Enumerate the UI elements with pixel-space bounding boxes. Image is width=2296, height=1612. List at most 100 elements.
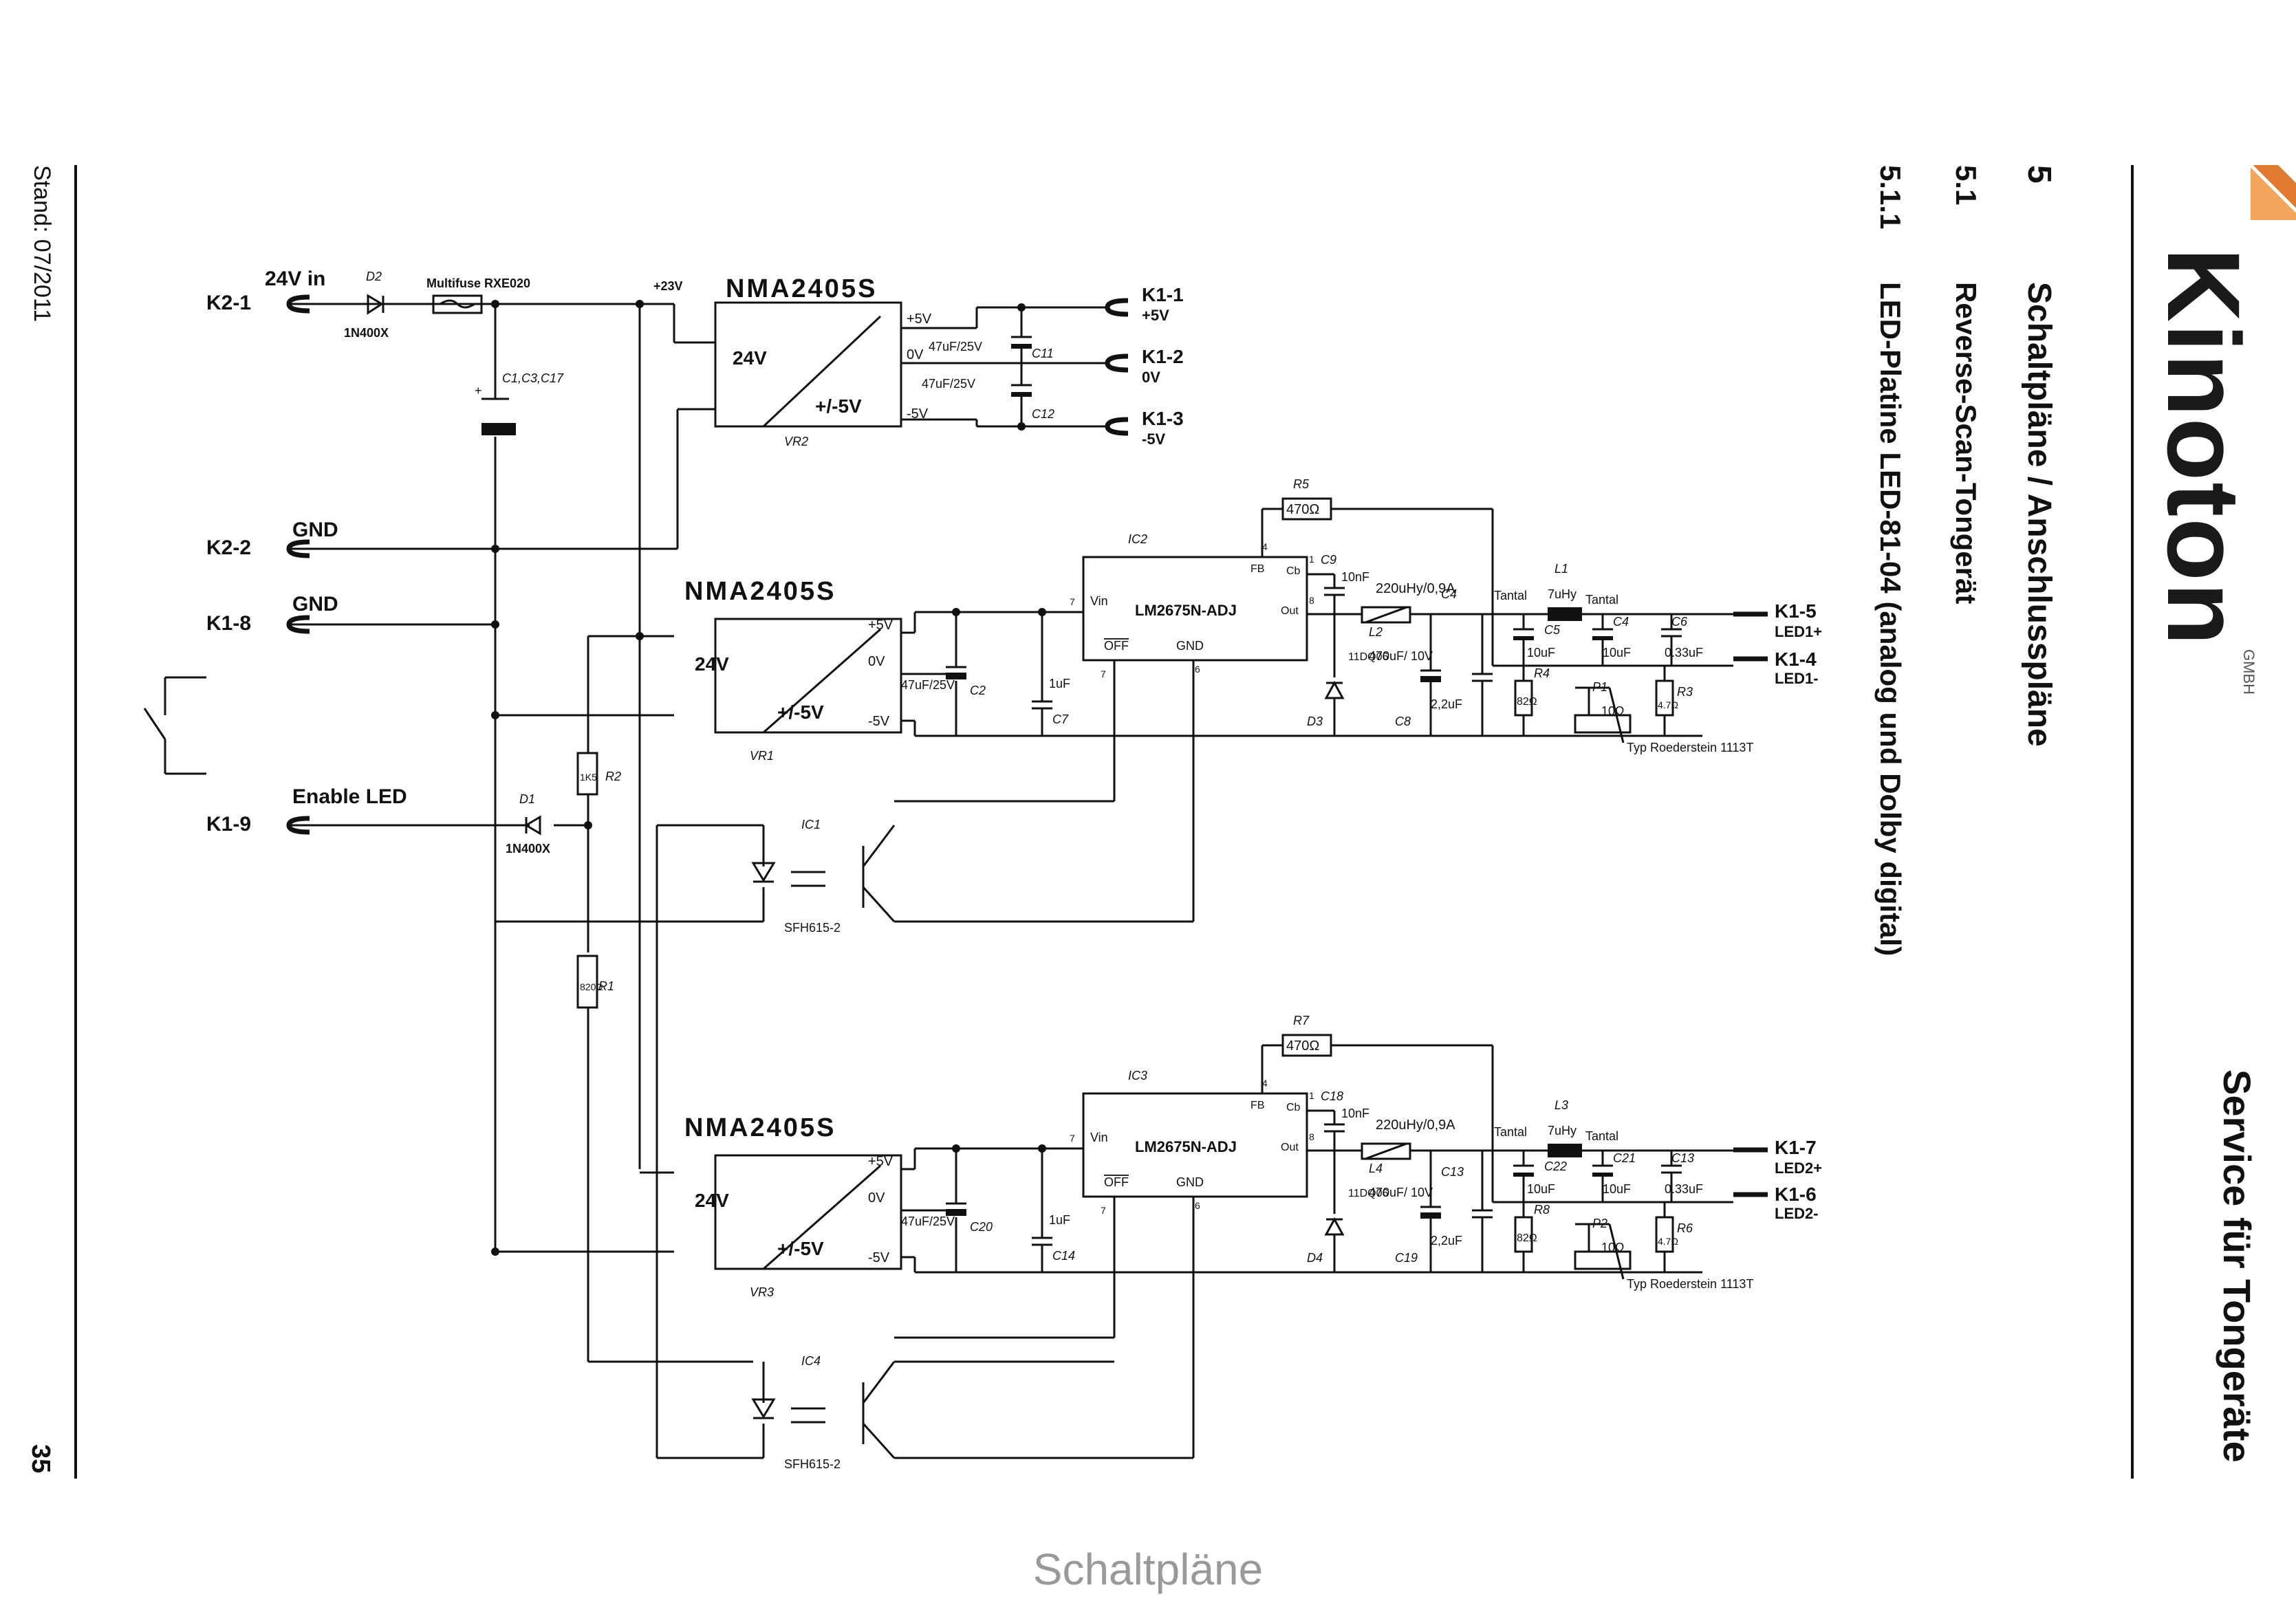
svg-text:24V: 24V: [695, 1190, 729, 1211]
svg-text:C18: C18: [1321, 1089, 1343, 1103]
switch-icon: [143, 676, 206, 775]
input-capacitor-icon: [481, 423, 516, 435]
svg-text:D2: D2: [366, 270, 382, 283]
svg-text:47uF/25V: 47uF/25V: [929, 340, 982, 353]
svg-text:R3: R3: [1677, 685, 1693, 699]
svg-text:C4: C4: [1613, 615, 1629, 629]
svg-text:470Ω: 470Ω: [1286, 1038, 1319, 1054]
svg-text:FB: FB: [1250, 1100, 1264, 1111]
svg-text:Tantal: Tantal: [1585, 1129, 1618, 1143]
svg-text:470uF/ 10V: 470uF/ 10V: [1369, 649, 1433, 663]
svg-text:GND: GND: [1176, 1175, 1204, 1189]
multifuse-icon: [432, 294, 483, 314]
svg-text:+5V: +5V: [868, 618, 894, 633]
label-k1-9: K1-9: [206, 813, 251, 836]
svg-text:IC3: IC3: [1128, 1069, 1147, 1082]
svg-text:10nF: 10nF: [1341, 1107, 1369, 1120]
svg-text:Cb: Cb: [1286, 565, 1301, 577]
svg-text:FB: FB: [1250, 563, 1264, 575]
svg-text:4.7Ω: 4.7Ω: [1658, 1236, 1678, 1247]
converter-vr2: [714, 301, 902, 428]
channel-1-circuit: [894, 497, 1733, 923]
svg-text:24V: 24V: [695, 653, 729, 675]
svg-text:470uF/ 10V: 470uF/ 10V: [1369, 1186, 1433, 1199]
svg-text:6: 6: [1195, 1200, 1200, 1211]
svg-text:10Ω: 10Ω: [1601, 1241, 1624, 1254]
svg-text:-5V: -5V: [907, 406, 929, 422]
resistor-r1-icon: [576, 955, 598, 1009]
svg-text:L4: L4: [1369, 1162, 1383, 1175]
svg-text:R6: R6: [1677, 1221, 1693, 1235]
svg-text:Vin: Vin: [1090, 1131, 1108, 1144]
svg-text:7: 7: [1070, 1133, 1075, 1144]
svg-text:7uHy: 7uHy: [1548, 1124, 1577, 1137]
optocoupler-ic1-icon: [751, 825, 896, 923]
svg-text:10uF: 10uF: [1603, 1182, 1631, 1196]
svg-text:D1: D1: [519, 792, 535, 806]
svg-text:4.7Ω: 4.7Ω: [1658, 699, 1678, 710]
resistor-r2-icon: [576, 752, 598, 796]
svg-text:24V: 24V: [733, 347, 767, 369]
svg-text:Multifuse RXE020: Multifuse RXE020: [426, 276, 530, 290]
svg-text:GND: GND: [1176, 639, 1204, 653]
svg-text:NMA2405S: NMA2405S: [684, 1113, 836, 1142]
label-24v-in: 24V in: [265, 268, 325, 290]
svg-text:C6: C6: [1671, 615, 1688, 629]
svg-text:+5V: +5V: [868, 1154, 894, 1169]
svg-text:C5: C5: [1544, 623, 1561, 637]
svg-text:K1-3: K1-3: [1142, 408, 1184, 429]
svg-text:47uF/25V: 47uF/25V: [922, 377, 975, 391]
svg-text:Typ Roederstein 1113T: Typ Roederstein 1113T: [1627, 1277, 1753, 1291]
svg-text:VR3: VR3: [750, 1285, 774, 1299]
svg-text:11DQ06: 11DQ06: [1348, 651, 1389, 663]
svg-text:0V: 0V: [907, 347, 924, 362]
svg-text:7: 7: [1101, 1205, 1106, 1216]
svg-text:SFH615-2: SFH615-2: [784, 1457, 841, 1471]
svg-text:K1-2: K1-2: [1142, 346, 1184, 367]
schematic-labels: K2-1 24V in K2-2 GND K1-8 GND K1-9 Enabl…: [206, 268, 1822, 1471]
kinoton-logo-icon: [2249, 164, 2296, 220]
svg-text:K1-5: K1-5: [1775, 600, 1817, 622]
svg-text:K1-7: K1-7: [1775, 1137, 1817, 1158]
svg-text:C8: C8: [1395, 715, 1411, 728]
converter-boxes: [714, 301, 902, 1270]
svg-text:Vin: Vin: [1090, 594, 1108, 608]
svg-text:C19: C19: [1395, 1251, 1418, 1265]
svg-text:C11: C11: [1032, 347, 1054, 360]
svg-text:C7: C7: [1052, 712, 1069, 726]
svg-text:1K5: 1K5: [580, 772, 597, 783]
svg-text:D3: D3: [1307, 715, 1323, 728]
svg-text:7: 7: [1070, 596, 1075, 607]
svg-text:470Ω: 470Ω: [1286, 502, 1319, 517]
inductor-l3-icon: [1548, 1144, 1582, 1157]
label-gnd-1: GND: [292, 519, 338, 541]
svg-text:10uF: 10uF: [1527, 646, 1555, 660]
svg-text:LM2675N-ADJ: LM2675N-ADJ: [1135, 602, 1237, 619]
svg-text:IC2: IC2: [1128, 532, 1147, 546]
svg-text:C21: C21: [1613, 1151, 1636, 1165]
svg-text:OFF: OFF: [1104, 639, 1129, 653]
svg-text:-5V: -5V: [1142, 431, 1166, 448]
svg-text:Tantal: Tantal: [1585, 593, 1618, 607]
svg-text:VR2: VR2: [784, 435, 808, 448]
svg-text:LED1-: LED1-: [1775, 670, 1819, 687]
svg-text:Out: Out: [1281, 605, 1299, 617]
footer-title: Schaltpläne: [1032, 1545, 1264, 1594]
svg-text:P1: P1: [1592, 680, 1607, 694]
svg-text:+23V: +23V: [653, 279, 683, 293]
svg-text:L1: L1: [1555, 562, 1568, 576]
svg-text:8: 8: [1309, 1131, 1314, 1142]
junction-dots: [491, 300, 1046, 1256]
wires: [289, 303, 765, 1459]
svg-text:+/-5V: +/-5V: [777, 701, 824, 723]
svg-text:R2: R2: [605, 770, 621, 783]
svg-text:4: 4: [1262, 541, 1268, 552]
svg-text:10Ω: 10Ω: [1601, 704, 1624, 718]
svg-text:Tantal: Tantal: [1494, 1125, 1527, 1139]
svg-text:LED2+: LED2+: [1775, 1159, 1822, 1177]
svg-text:8: 8: [1309, 595, 1314, 606]
svg-text:1N400X: 1N400X: [506, 842, 550, 856]
svg-text:220uHy/0,9A: 220uHy/0,9A: [1376, 581, 1455, 596]
svg-text:C4: C4: [1441, 587, 1457, 601]
svg-text:K1-4: K1-4: [1775, 649, 1817, 670]
